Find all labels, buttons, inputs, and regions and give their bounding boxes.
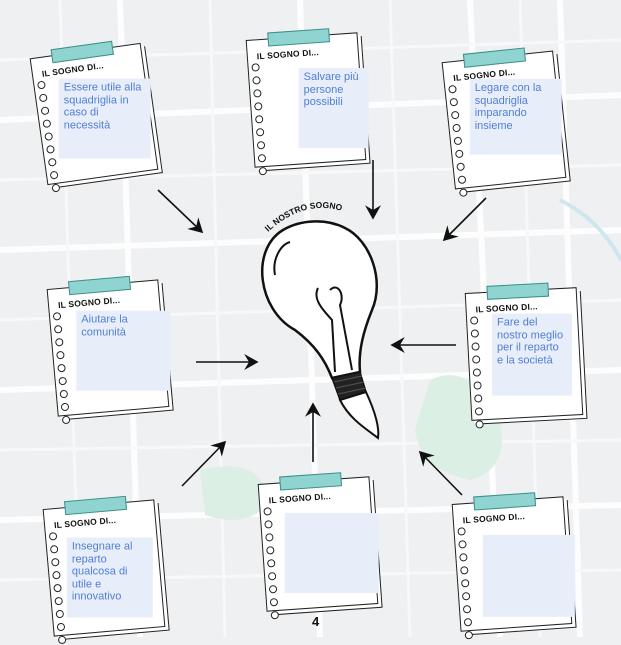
dream-note-7: IL SOGNO DI...	[257, 472, 379, 620]
arrow-8	[418, 450, 463, 496]
note-text: Essere utile alla squadriglia in caso di…	[58, 78, 151, 159]
dream-note-3: IL SOGNO DI... Legare con la squadriglia…	[441, 47, 567, 198]
page-number: 4	[312, 614, 320, 629]
dream-note-2: IL SOGNO DI... Salvare più persone possi…	[245, 28, 369, 176]
arrow-3	[442, 197, 487, 242]
note-text: Aiutare la comunità	[76, 310, 171, 391]
dream-note-6: IL SOGNO DI... Insegnare al reparto qual…	[42, 495, 166, 645]
dream-note-5: IL SOGNO DI... Fare del nostro meglio pe…	[464, 282, 584, 429]
arrow-6	[181, 440, 227, 487]
dream-note-1: IL SOGNO DI... Essere utile alla squadri…	[29, 40, 159, 193]
note-text: Insegnare al reparto qualcosa di utile e…	[66, 537, 153, 618]
note-text: Fare del nostro meglio per il reparto e …	[492, 313, 573, 396]
note-text: Legare con la squadriglia imparando insi…	[469, 78, 562, 155]
note-text	[482, 534, 575, 617]
note-text: Salvare più persone possibili	[298, 68, 369, 149]
dream-note-4: IL SOGNO DI... Aiutare la comunità	[46, 275, 171, 425]
arrow-1	[157, 189, 204, 234]
note-text	[284, 513, 379, 594]
dream-note-8: IL SOGNO DI...	[451, 492, 575, 640]
